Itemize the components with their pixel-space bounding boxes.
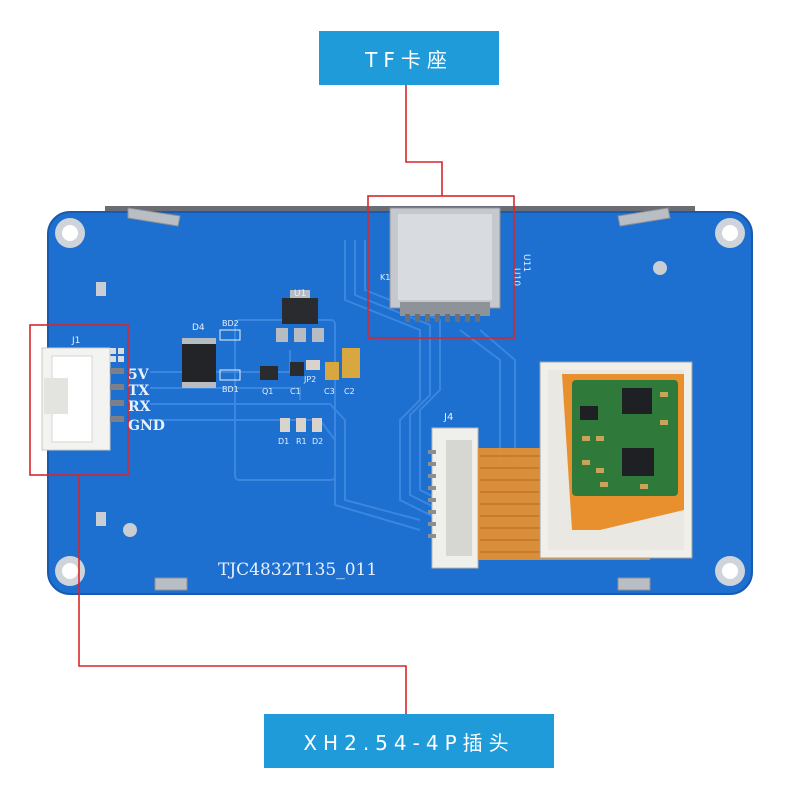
board-model-label: TJC4832T135_011: [218, 560, 377, 580]
ref-j1: J1: [71, 336, 80, 346]
ref-r1: R1: [296, 437, 307, 446]
ref-c3: C3: [324, 387, 335, 396]
pin-label-5v: 5V: [128, 367, 150, 383]
smd-parts: [260, 348, 360, 432]
ref-j4: J4: [443, 412, 453, 423]
pin-label-gnd: GND: [128, 418, 165, 434]
tf-card-socket: [389, 207, 501, 322]
ref-d1: D1: [278, 437, 289, 446]
tf-card-callout: TF卡座: [319, 31, 499, 85]
pin-label-tx: TX: [128, 383, 149, 399]
metal-clips: [127, 207, 671, 591]
mounting-holes: [55, 218, 745, 586]
ref-c2: C2: [344, 387, 355, 396]
ref-d4: D4: [192, 323, 205, 333]
ref-jp2: JP2: [303, 375, 316, 384]
tf-highlight-box: [367, 195, 515, 339]
connector-callout: XH2.54-4P插头: [264, 714, 554, 768]
ref-k1: K1: [380, 273, 390, 282]
ref-bd1: BD1: [222, 385, 239, 394]
ref-u11: U11: [521, 254, 531, 272]
ref-u1: U1: [294, 289, 306, 299]
tf-leader-line: [405, 85, 443, 196]
ref-d2: D2: [312, 437, 323, 446]
ref-c1: C1: [290, 387, 301, 396]
connector-leader-line: [78, 475, 407, 714]
ref-u10: U10: [511, 268, 521, 286]
connector-callout-text: XH2.54-4P插头: [303, 730, 515, 755]
d4-diode: [182, 329, 241, 388]
j1-connector: [41, 347, 124, 451]
ref-q1: Q1: [262, 387, 273, 396]
pin-label-rx: RX: [128, 399, 151, 415]
display-window: [539, 361, 693, 559]
ref-bd2: BD2: [222, 319, 239, 328]
j4-fpc-connector: [428, 427, 479, 569]
u1-regulator: [276, 290, 324, 342]
tf-card-callout-text: TF卡座: [365, 47, 453, 72]
